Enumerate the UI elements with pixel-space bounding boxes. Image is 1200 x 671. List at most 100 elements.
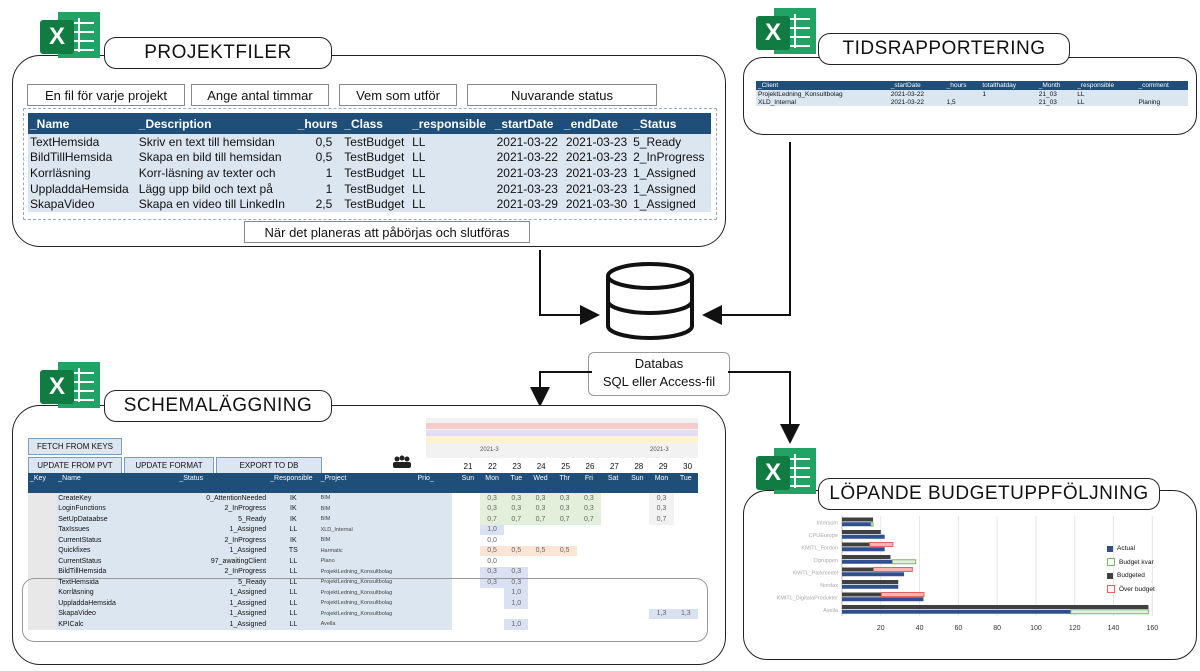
hours-cell[interactable] (455, 619, 480, 630)
table-cell[interactable]: 2_InProgress (631, 149, 711, 166)
task-status[interactable]: 1_Assigned (177, 619, 269, 630)
task-project[interactable]: BIM (318, 503, 416, 514)
hours-cell[interactable] (479, 598, 505, 609)
hours-cell[interactable] (552, 587, 577, 598)
hours-cell[interactable] (601, 503, 626, 514)
key-cell[interactable] (28, 566, 57, 577)
hours-cell[interactable]: 0,3 (504, 577, 529, 588)
hours-cell[interactable] (649, 566, 674, 577)
hours-cell[interactable] (601, 535, 626, 546)
hours-cell[interactable] (504, 535, 529, 546)
table-cell[interactable]: 0,5 (295, 149, 343, 166)
column-header[interactable]: _endDate (561, 113, 632, 134)
hours-cell[interactable]: 0,3 (479, 493, 505, 504)
task-prio[interactable] (415, 556, 452, 567)
table-cell[interactable]: XLD_Internal (756, 98, 889, 106)
key-cell[interactable] (28, 545, 57, 556)
hours-cell[interactable] (625, 514, 650, 525)
table-cell[interactable]: 21_03 (1036, 90, 1076, 98)
task-prio[interactable] (415, 598, 452, 609)
hours-cell[interactable]: 0,3 (576, 493, 601, 504)
table-cell[interactable]: SkapaVideo (28, 196, 137, 212)
task-name[interactable]: CreateKey (56, 493, 178, 504)
hours-cell[interactable] (625, 503, 650, 514)
table-cell[interactable]: 21_03 (1036, 98, 1076, 106)
hours-cell[interactable] (601, 556, 626, 567)
key-cell[interactable] (28, 503, 57, 514)
task-status[interactable]: 5_Ready (177, 577, 269, 588)
table-cell[interactable]: LL (410, 149, 493, 166)
hours-cell[interactable] (625, 566, 650, 577)
hours-cell[interactable] (601, 566, 626, 577)
hours-cell[interactable]: 0,5 (479, 545, 505, 556)
hours-cell[interactable] (673, 556, 698, 567)
hours-cell[interactable] (576, 566, 601, 577)
column-header[interactable]: _responsible (1075, 81, 1137, 90)
hours-cell[interactable] (504, 608, 529, 619)
column-header[interactable]: _Status (177, 473, 269, 484)
table-cell[interactable]: TestBudget (342, 196, 411, 212)
hours-cell[interactable] (673, 514, 698, 525)
hours-cell[interactable]: 0,7 (649, 514, 674, 525)
task-responsible[interactable]: IK (268, 493, 319, 504)
hours-cell[interactable] (576, 577, 601, 588)
task-responsible[interactable]: LL (268, 577, 319, 588)
task-prio[interactable] (415, 514, 452, 525)
task-responsible[interactable]: LL (268, 524, 319, 535)
hours-cell[interactable] (625, 598, 650, 609)
task-name[interactable]: LoginFunctions (56, 503, 178, 514)
hours-cell[interactable] (649, 535, 674, 546)
task-name[interactable]: TextHemsida (56, 577, 178, 588)
hours-cell[interactable]: 0,3 (552, 493, 577, 504)
hours-cell[interactable] (455, 577, 480, 588)
hours-cell[interactable] (455, 598, 480, 609)
hours-cell[interactable] (673, 493, 698, 504)
column-header[interactable]: totalthatday (980, 81, 1037, 90)
table-cell[interactable]: 1 (980, 90, 1037, 98)
task-responsible[interactable]: LL (268, 598, 319, 609)
hours-cell[interactable] (528, 535, 553, 546)
hours-cell[interactable]: 0,5 (504, 545, 529, 556)
hours-cell[interactable] (552, 535, 577, 546)
hours-cell[interactable]: 0,3 (504, 503, 529, 514)
task-project[interactable]: XLD_Internal (318, 524, 416, 535)
hours-cell[interactable] (649, 556, 674, 567)
column-header[interactable]: Prio_ (415, 473, 452, 484)
hours-cell[interactable] (649, 598, 674, 609)
hours-cell[interactable] (576, 545, 601, 556)
task-project[interactable]: ProjektLedning_Konsultbolag (318, 566, 416, 577)
table-cell[interactable]: TestBudget (342, 165, 411, 181)
hours-cell[interactable]: 0,7 (528, 514, 553, 525)
hours-cell[interactable] (528, 598, 553, 609)
hours-cell[interactable] (625, 619, 650, 630)
hours-cell[interactable]: 0,7 (479, 514, 505, 525)
update-from-pvt-button[interactable]: UPDATE FROM PVT (28, 457, 122, 474)
hours-cell[interactable] (601, 577, 626, 588)
hours-cell[interactable]: 0,3 (649, 493, 674, 504)
column-header[interactable]: _Month (1036, 81, 1076, 90)
key-cell[interactable] (28, 493, 57, 504)
table-cell[interactable] (944, 90, 981, 98)
hours-cell[interactable]: 0,3 (552, 503, 577, 514)
hours-cell[interactable]: 0,3 (528, 503, 553, 514)
hours-cell[interactable] (625, 493, 650, 504)
task-status[interactable]: 1_Assigned (177, 524, 269, 535)
hours-cell[interactable] (576, 619, 601, 630)
column-header[interactable]: _Responsible (268, 473, 319, 484)
task-responsible[interactable]: LL (268, 619, 319, 630)
hours-cell[interactable] (455, 608, 480, 619)
task-name[interactable]: CurrentStatus (56, 535, 178, 546)
table-cell[interactable]: 2021-03-30 (561, 196, 632, 212)
hours-cell[interactable] (625, 608, 650, 619)
task-prio[interactable] (415, 545, 452, 556)
hours-cell[interactable]: 0,3 (479, 503, 505, 514)
hours-cell[interactable] (673, 545, 698, 556)
key-cell[interactable] (28, 598, 57, 609)
task-project[interactable]: Plano (318, 556, 416, 567)
hours-cell[interactable] (601, 493, 626, 504)
hours-cell[interactable] (576, 608, 601, 619)
task-responsible[interactable]: IK (268, 503, 319, 514)
column-header[interactable]: _comment (1136, 81, 1188, 90)
table-cell[interactable]: LL (410, 180, 493, 197)
table-cell[interactable]: 5_Ready (631, 134, 711, 150)
